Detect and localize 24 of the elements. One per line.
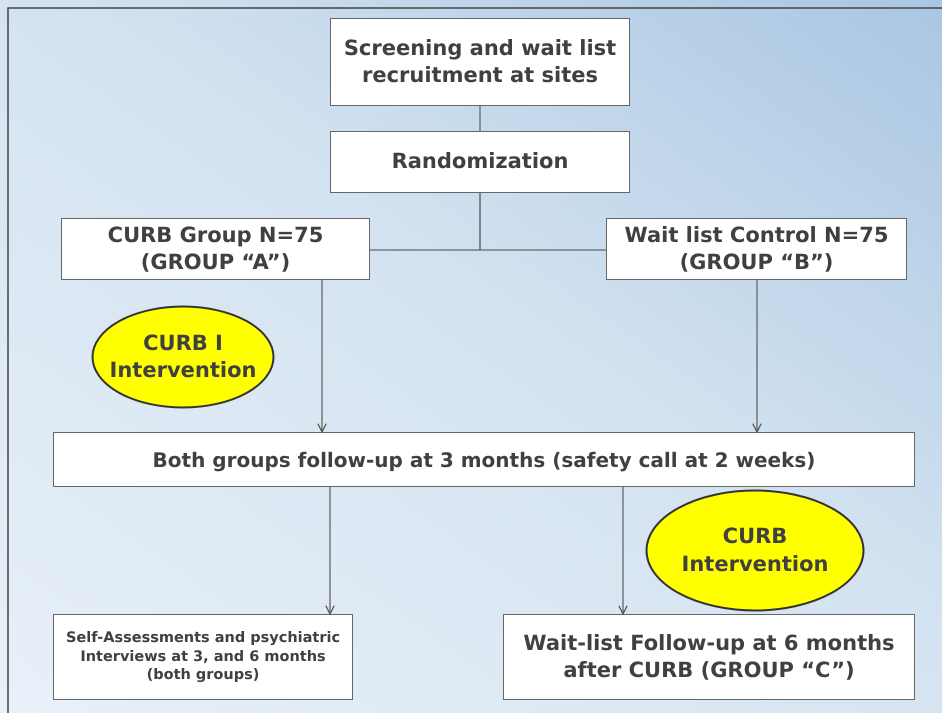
arrow	[752, 280, 762, 433]
box-text: Wait list Control N=75 (GROUP “B”)	[624, 222, 890, 276]
process-box	[503, 614, 915, 700]
box-text: CURB Group N=75 (GROUP “A”)	[106, 222, 324, 276]
arrow	[325, 487, 335, 615]
process-box	[606, 218, 907, 280]
box-text: CURB I Intervention	[110, 330, 256, 384]
process-box	[330, 131, 630, 193]
connector-line	[479, 106, 481, 131]
process-box	[61, 218, 370, 280]
box-text: Both groups follow-up at 3 months (safety call at 2 weeks)	[152, 446, 816, 472]
arrow	[317, 280, 327, 433]
intervention-ellipse	[645, 489, 865, 612]
arrow	[618, 487, 628, 615]
box-text: Screening and wait list recruitment at sites	[342, 34, 618, 89]
box-text: CURB Intervention	[682, 523, 828, 578]
process-box	[53, 614, 353, 700]
process-box	[53, 432, 915, 487]
box-text: Wait-list Follow-up at 6 months after CURB (GROUP “C”)	[522, 630, 896, 684]
connector-line	[479, 193, 606, 251]
box-text: Self-Assessments and psychiatric Interviews at 3, and 6 months (both groups)	[64, 628, 342, 686]
process-box	[330, 18, 630, 106]
intervention-ellipse	[91, 305, 275, 409]
box-text: Randomization	[392, 148, 568, 176]
